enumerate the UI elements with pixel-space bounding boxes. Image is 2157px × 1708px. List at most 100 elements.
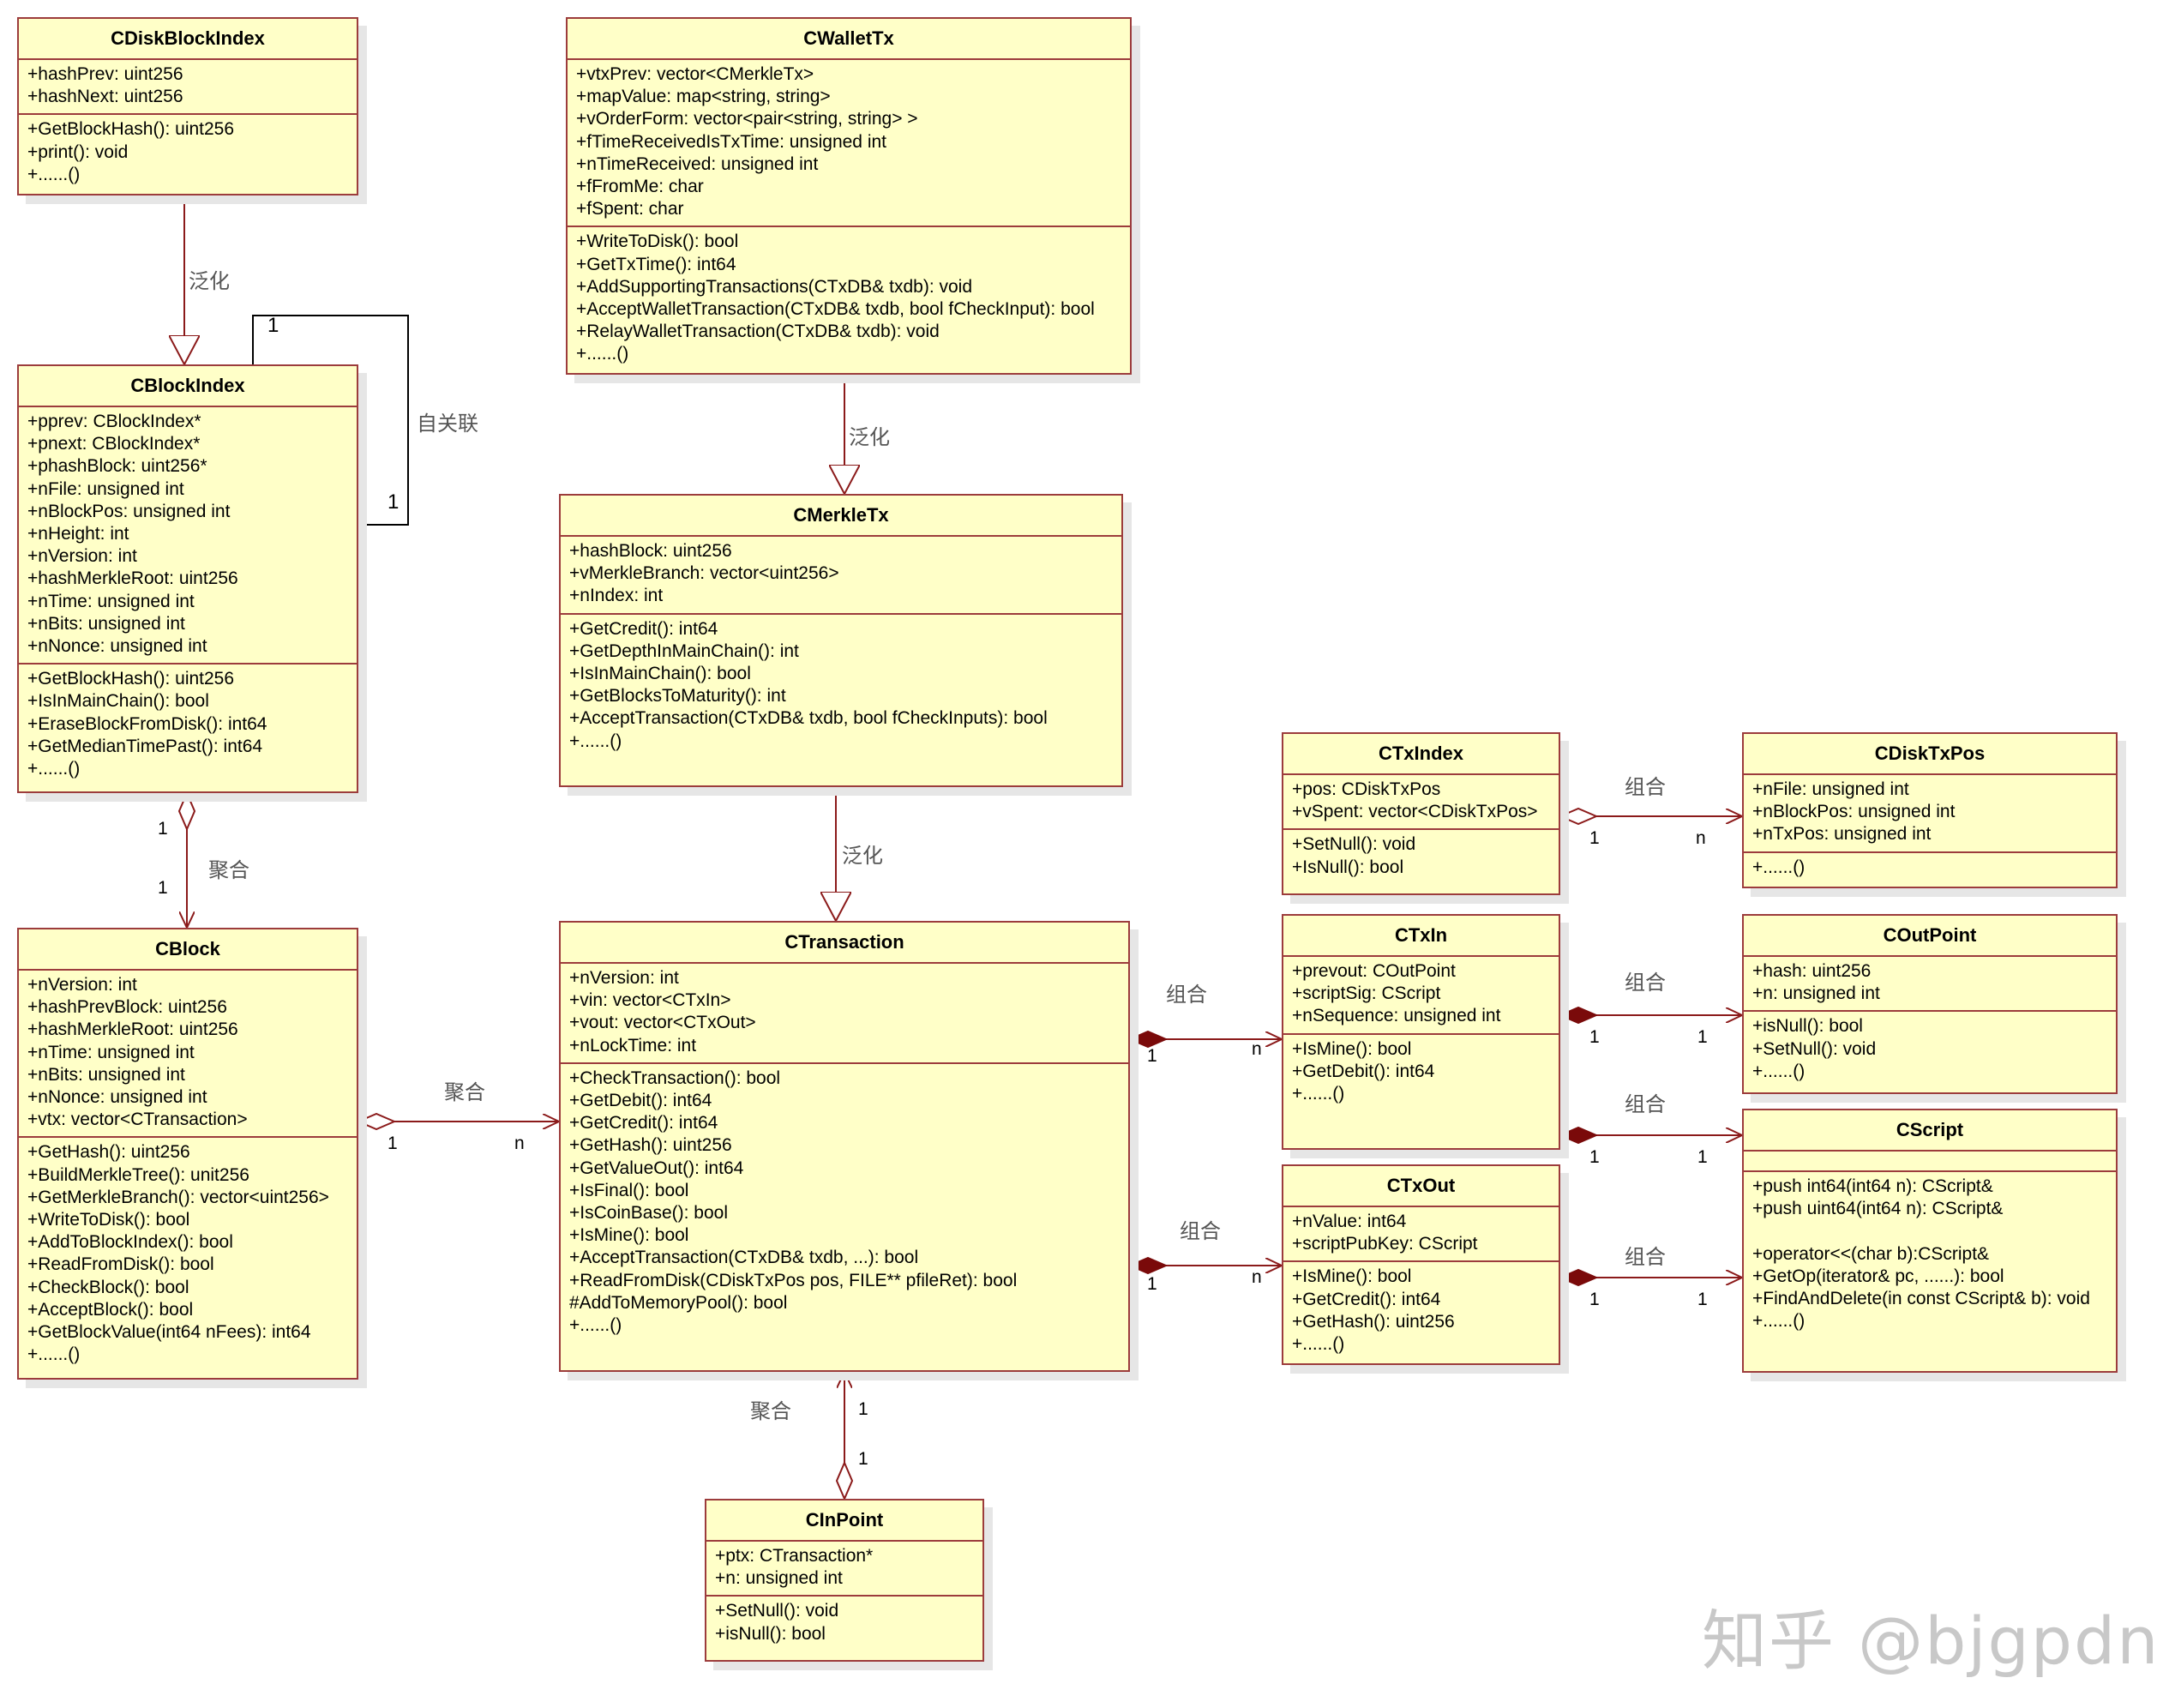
method: +GetBlocksToMaturity(): int <box>569 686 786 707</box>
class-cdisktxpos: CDiskTxPos+nFile: unsigned int+nBlockPos… <box>1742 732 2118 888</box>
method: +CheckTransaction(): bool <box>569 1068 781 1088</box>
label-composition-3: 组合 <box>1625 775 1666 799</box>
attribute: +hash: uint256 <box>1752 961 1872 981</box>
method: +isNull(): bool <box>715 1623 826 1644</box>
attribute: +hashNext: uint256 <box>27 87 183 107</box>
method: +SetNull(): void <box>1752 1038 1877 1059</box>
attribute: +fFromMe: char <box>576 177 704 197</box>
class-name: CScript <box>1744 1110 2116 1152</box>
method: +push int64(int64 n): CScript& <box>1752 1176 1993 1196</box>
mult-comp5-left: 1 <box>1589 1290 1600 1309</box>
attributes-section <box>1744 1152 2116 1170</box>
attribute: +nTime: unsigned int <box>27 591 195 611</box>
methods-section: +IsMine(): bool+GetCredit(): int64+GetHa… <box>1283 1260 1559 1361</box>
attribute: +nNonce: unsigned int <box>27 636 207 657</box>
class-cblock: CBlock +nVersion: int+hashPrevBlock: uint… <box>17 928 358 1380</box>
label-generalization-3: 泛化 <box>842 844 883 868</box>
attribute: +nIndex: int <box>569 586 664 606</box>
method: +EraseBlockFromDisk(): int64 <box>27 713 267 734</box>
mult-comp1-left: 1 <box>1147 1046 1157 1066</box>
attribute: +nFile: unsigned int <box>27 478 184 499</box>
method: +......() <box>1292 1334 1345 1355</box>
label-generalization-2: 泛化 <box>849 425 890 449</box>
class-name: CTransaction <box>561 923 1128 964</box>
mult-comp2-left: 1 <box>1147 1274 1157 1294</box>
attribute: +vMerkleBranch: vector<uint256> <box>569 563 839 584</box>
class-name: CTxIn <box>1283 916 1559 957</box>
mult-agg3-bottom: 1 <box>858 1449 868 1469</box>
label-composition-1: 组合 <box>1166 983 1207 1007</box>
method: +FindAndDelete(in const CScript& b): voi… <box>1752 1289 2090 1309</box>
class-name: CBlock <box>19 929 357 971</box>
attributes-section: +nFile: unsigned int+nBlockPos: unsigned… <box>1744 775 2116 851</box>
attribute: +nVersion: int <box>569 968 679 988</box>
attribute: +hashBlock: uint256 <box>569 541 732 561</box>
method: +ReadFromDisk(): bool <box>27 1254 214 1275</box>
attribute: +vOrderForm: vector<pair<string, string>… <box>576 109 918 129</box>
attributes-section: +hash: uint256+n: unsigned int <box>1744 957 2116 1010</box>
method: +WriteToDisk(): bool <box>576 232 739 252</box>
attribute: +nTimeReceived: unsigned int <box>576 153 819 174</box>
attribute: +nTxPos: unsigned int <box>1752 824 1932 845</box>
method: +RelayWalletTransaction(CTxDB& txdb): vo… <box>576 322 940 342</box>
method: +GetCredit(): int64 <box>569 618 718 639</box>
method: +GetBlockValue(int64 nFees): int64 <box>27 1322 311 1343</box>
methods-section: +GetBlockHash(): uint256+IsInMainChain()… <box>19 663 357 785</box>
method: +IsFinal(): bool <box>569 1180 689 1200</box>
attribute: +hashMerkleRoot: uint256 <box>27 1019 238 1040</box>
method: +IsCoinBase(): bool <box>569 1203 729 1224</box>
attribute: +hashPrevBlock: uint256 <box>27 997 227 1018</box>
methods-section: +SetNull(): void+isNull(): bool <box>706 1595 982 1650</box>
mult-agg4-right: n <box>1696 828 1706 848</box>
method: +IsMine(): bool <box>1292 1266 1412 1287</box>
self-assoc-cblockindex <box>252 315 409 526</box>
method: +AcceptTransaction(CTxDB& txdb, bool fCh… <box>569 708 1048 729</box>
method: +IsInMainChain(): bool <box>569 664 751 684</box>
method: +push uint64(int64 n): CScript& <box>1752 1199 2004 1219</box>
class-cinpoint: CInPoint+ptx: CTransaction*+n: unsigned … <box>705 1499 984 1662</box>
attribute: +vSpent: vector<CDiskTxPos> <box>1292 802 1538 822</box>
label-aggregation-3: 聚合 <box>750 1399 791 1423</box>
mult-agg1-bottom: 1 <box>158 878 168 898</box>
methods-section: +......() <box>1744 851 2116 884</box>
attribute: +fTimeReceivedIsTxTime: unsigned int <box>576 131 887 152</box>
attribute: +ptx: CTransaction* <box>715 1546 874 1566</box>
method: +GetCredit(): int64 <box>569 1113 718 1134</box>
methods-section: +SetNull(): void+IsNull(): bool <box>1283 828 1559 883</box>
method: +SetNull(): void <box>715 1601 839 1621</box>
methods-section: +GetCredit(): int64+GetDepthInMainChain(… <box>561 612 1121 758</box>
method: +......() <box>1292 1084 1345 1104</box>
method: +GetValueOut(): int64 <box>569 1158 744 1178</box>
method: +print(): void <box>27 141 129 162</box>
method: +AddSupportingTransactions(CTxDB& txdb):… <box>576 276 973 297</box>
class-name: CTxOut <box>1283 1166 1559 1207</box>
class-ctransaction: CTransaction+nVersion: int+vin: vector<C… <box>559 921 1130 1372</box>
attribute: +nVersion: int <box>27 975 137 995</box>
attributes-section: +hashPrev: uint256+hashNext: uint256 <box>19 60 357 113</box>
methods-section: +CheckTransaction(): bool+GetDebit(): in… <box>561 1061 1128 1342</box>
method: +......() <box>569 1315 622 1336</box>
class-cmerkletx: CMerkleTx+hashBlock: uint256+vMerkleBran… <box>559 494 1123 787</box>
method: +IsInMainChain(): bool <box>27 691 209 712</box>
class-coutpoint: COutPoint+hash: uint256+n: unsigned int+… <box>1742 914 2118 1094</box>
method: +GetHash(): uint256 <box>569 1135 732 1156</box>
methods-section: +IsMine(): bool+GetDebit(): int64+......… <box>1283 1032 1559 1111</box>
attribute: +nLockTime: int <box>569 1035 697 1055</box>
attribute: +prevout: COutPoint <box>1292 961 1456 981</box>
label-aggregation-1: 聚合 <box>208 858 249 882</box>
attribute: +pprev: CBlockIndex* <box>27 412 201 431</box>
class-name: CBlockIndex <box>19 366 357 407</box>
mult-agg3-top: 1 <box>858 1399 868 1419</box>
method: +AddToBlockIndex(): bool <box>27 1232 233 1253</box>
mult-comp3-left: 1 <box>1589 1027 1600 1047</box>
class-ctxindex: CTxIndex+pos: CDiskTxPos+vSpent: vector<… <box>1282 732 1560 895</box>
mult-comp3-right: 1 <box>1697 1027 1708 1047</box>
attribute: +nValue: int64 <box>1292 1212 1407 1231</box>
attributes-section: +pos: CDiskTxPos+vSpent: vector<CDiskTxP… <box>1283 775 1559 828</box>
attribute: +hashMerkleRoot: uint256 <box>27 568 238 589</box>
method: +GetMerkleBranch(): vector<uint256> <box>27 1187 329 1207</box>
mult-comp4-left: 1 <box>1589 1147 1600 1167</box>
method: +BuildMerkleTree(): unit256 <box>27 1164 249 1185</box>
mult-agg2-right: n <box>514 1134 525 1153</box>
label-composition-6: 组合 <box>1625 1245 1666 1269</box>
